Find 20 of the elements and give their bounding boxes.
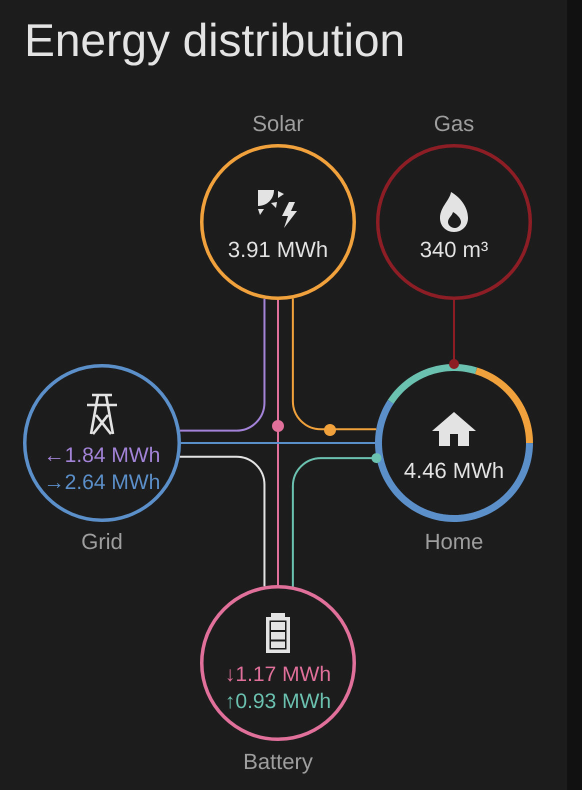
energy-value: 4.46 MWh xyxy=(404,462,503,478)
energy-value: 3.91 MWh xyxy=(228,241,327,258)
flow-line xyxy=(180,456,266,586)
energy-value: ←1.84 MWh xyxy=(48,446,159,462)
energy-value: ↑0.93 MWh xyxy=(228,692,330,709)
title: Energy distribution xyxy=(28,22,402,66)
energy-value: ↓1.17 MWh xyxy=(228,666,330,682)
node-label: Solar xyxy=(253,115,304,132)
node-label: Grid xyxy=(82,533,122,550)
flow-line xyxy=(449,300,459,369)
energy-value: →2.64 MWh xyxy=(48,474,159,490)
node-label: Battery xyxy=(244,754,313,774)
flow-line xyxy=(277,300,279,585)
flow-line xyxy=(181,442,375,444)
flow-line xyxy=(292,453,382,586)
flow-line xyxy=(180,298,266,432)
node-label: Gas xyxy=(434,116,474,132)
node-label: Home xyxy=(426,534,482,550)
flow-line xyxy=(292,298,376,430)
energy-value: 340 m³ xyxy=(420,242,488,258)
